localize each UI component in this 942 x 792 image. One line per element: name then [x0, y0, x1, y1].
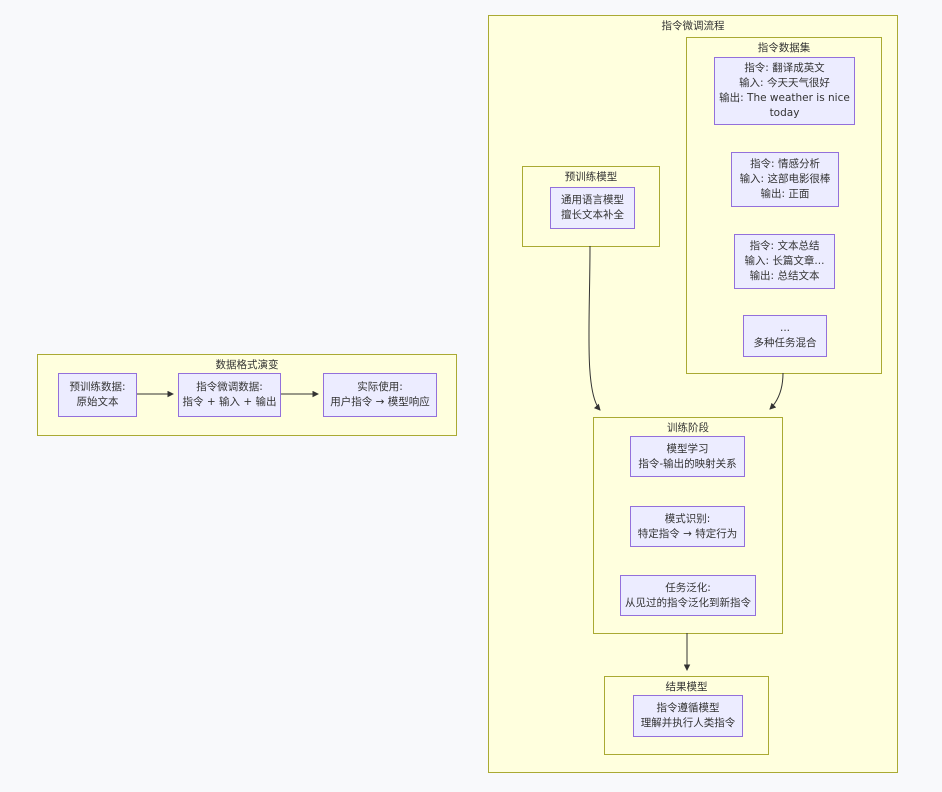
node-pattern-recognition: 模式识别: 特定指令 → 特定行为	[630, 506, 745, 547]
node-line: 输出: 正面	[760, 188, 810, 200]
data-format-evolution-title: 数据格式演变	[215, 359, 279, 371]
result-model-title: 结果模型	[665, 681, 708, 693]
node-line: 输出: The weather is nice today	[719, 92, 850, 119]
node-line: 任务泛化:	[665, 581, 711, 594]
node-model-learning: 模型学习 指令-输出的映射关系	[630, 436, 745, 477]
node-mixed-tasks: ... 多种任务混合	[743, 315, 827, 357]
node-actual-usage: 实际使用: 用户指令 → 模型响应	[323, 373, 437, 417]
node-instruction-following-model: 指令遵循模型 理解并执行人类指令	[633, 695, 743, 737]
node-line: 指令: 文本总结	[749, 240, 820, 252]
instruction-dataset-title: 指令数据集	[757, 42, 811, 54]
node-line: 原始文本	[76, 396, 119, 408]
node-task-generalization: 任务泛化: 从见过的指令泛化到新指令	[620, 575, 756, 616]
node-example-translate: 指令: 翻译成英文 输入: 今天天气很好 输出: The weather is …	[714, 57, 855, 125]
node-line: 实际使用:	[357, 381, 403, 393]
node-line: 模型学习	[666, 442, 709, 455]
node-example-sentiment: 指令: 情感分析 输入: 这部电影很棒 输出: 正面	[731, 152, 839, 207]
node-example-summarize: 指令: 文本总结 输入: 长篇文章... 输出: 总结文本	[734, 234, 835, 289]
node-line: 输出: 总结文本	[749, 270, 820, 282]
data-format-evolution-container: 数据格式演变 预训练数据: 原始文本 指令微调数据: 指令 + 输入 + 输出 …	[37, 354, 457, 436]
instruction-dataset-container: 指令数据集 指令: 翻译成英文 输入: 今天天气很好 输出: The weath…	[686, 37, 882, 374]
node-line: 模式识别:	[664, 512, 711, 525]
node-line: 用户指令 → 模型响应	[330, 396, 430, 408]
node-line: ...	[779, 322, 790, 334]
node-line: 擅长文本补全	[561, 209, 624, 221]
node-line: 理解并执行人类指令	[640, 717, 736, 729]
node-line: 输入: 今天天气很好	[739, 77, 830, 89]
pretrained-model-container: 预训练模型 通用语言模型 擅长文本补全	[522, 166, 660, 247]
node-line: 指令: 翻译成英文	[744, 62, 825, 74]
node-instruction-tuning-data: 指令微调数据: 指令 + 输入 + 输出	[178, 373, 281, 417]
node-line: 指令-输出的映射关系	[638, 457, 737, 470]
node-line: 特定指令 → 特定行为	[637, 527, 738, 540]
node-line: 多种任务混合	[753, 337, 817, 349]
node-line: 输入: 这部电影很棒	[739, 173, 831, 185]
instruction-finetune-process-title: 指令微调流程	[661, 20, 725, 32]
node-line: 指令 + 输入 + 输出	[182, 396, 277, 408]
result-model-container: 结果模型 指令遵循模型 理解并执行人类指令	[604, 676, 769, 755]
node-line: 指令微调数据:	[196, 381, 263, 393]
node-general-language-model: 通用语言模型 擅长文本补全	[550, 187, 635, 229]
instruction-finetune-process-container: 指令微调流程 指令数据集 指令: 翻译成英文 输入: 今天天气很好 输出: Th…	[488, 15, 898, 773]
pretrained-model-title: 预训练模型	[564, 171, 618, 183]
node-pretrain-data: 预训练数据: 原始文本	[58, 373, 137, 417]
node-line: 从见过的指令泛化到新指令	[625, 596, 751, 609]
training-stage-title: 训练阶段	[667, 422, 709, 434]
node-line: 预训练数据:	[69, 381, 126, 393]
training-stage-container: 训练阶段 模型学习 指令-输出的映射关系 模式识别: 特定指令 → 特定行为 任…	[593, 417, 783, 634]
node-line: 指令: 情感分析	[750, 158, 820, 170]
node-line: 输入: 长篇文章...	[744, 255, 825, 267]
node-line: 指令遵循模型	[656, 702, 720, 714]
node-line: 通用语言模型	[561, 194, 624, 206]
